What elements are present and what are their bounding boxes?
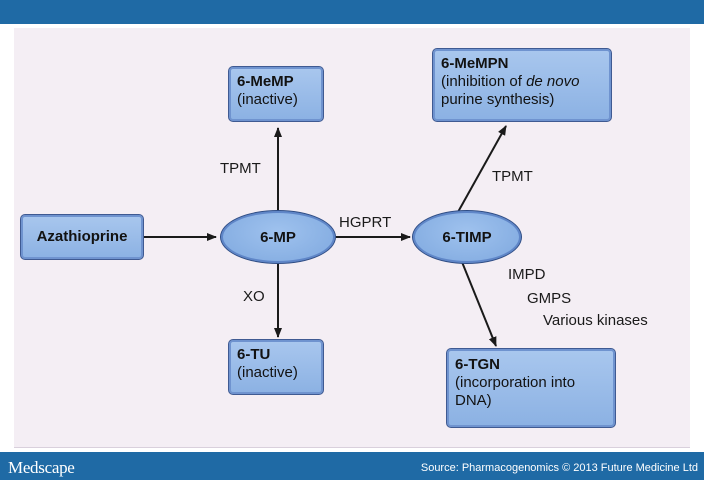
- azathioprine-box: Azathioprine: [20, 214, 144, 260]
- label-kinases: Various kinases: [543, 312, 648, 329]
- label-hgprt: HGPRT: [339, 214, 392, 231]
- 6tu-note: (inactive): [237, 364, 298, 381]
- label-tpmt-right: TPMT: [492, 168, 533, 185]
- top-band: [0, 0, 704, 24]
- arrow-6timp-to-6tgn: [461, 261, 497, 347]
- 6timp-node: 6-TIMP: [412, 210, 522, 264]
- arrow-6timp-to-6mempn: [457, 125, 507, 213]
- 6mp-label: 6-MP: [260, 228, 296, 246]
- label-tpmt-left: TPMT: [220, 160, 261, 177]
- 6memp-note: (inactive): [237, 91, 298, 108]
- 6mp-node: 6-MP: [220, 210, 336, 264]
- 6mempn-title: 6-MeMPN: [441, 55, 509, 72]
- label-xo: XO: [243, 288, 265, 305]
- footer-band: [0, 452, 704, 480]
- 6tgn-title: 6-TGN: [455, 356, 500, 373]
- azathioprine-label: Azathioprine: [36, 228, 128, 245]
- source-credit: Source: Pharmacogenomics © 2013 Future M…: [420, 462, 698, 474]
- 6tgn-box: 6-TGN (incorporation into DNA): [446, 348, 616, 428]
- 6tu-box: 6-TU (inactive): [228, 339, 324, 395]
- 6mempn-note-line1: (inhibition of de novo: [441, 73, 603, 91]
- medscape-logo: Medscape: [8, 458, 75, 477]
- 6tu-title: 6-TU: [237, 346, 271, 363]
- 6mempn-note-line2: purine synthesis): [441, 91, 555, 108]
- 6mempn-box: 6-MeMPN (inhibition of de novo purine sy…: [432, 48, 612, 122]
- label-impd: IMPD: [508, 266, 546, 283]
- 6memp-title: 6-MeMP: [237, 73, 294, 90]
- 6mempn-note-italic: de novo: [526, 73, 580, 90]
- 6memp-box: 6-MeMP (inactive): [228, 66, 324, 122]
- 6tgn-note-line2: DNA): [455, 392, 492, 409]
- label-gmps: GMPS: [527, 290, 572, 307]
- 6timp-label: 6-TIMP: [442, 228, 492, 246]
- 6mempn-note-prefix: (inhibition of: [441, 73, 527, 90]
- 6tgn-note-line1: (incorporation into: [455, 374, 576, 391]
